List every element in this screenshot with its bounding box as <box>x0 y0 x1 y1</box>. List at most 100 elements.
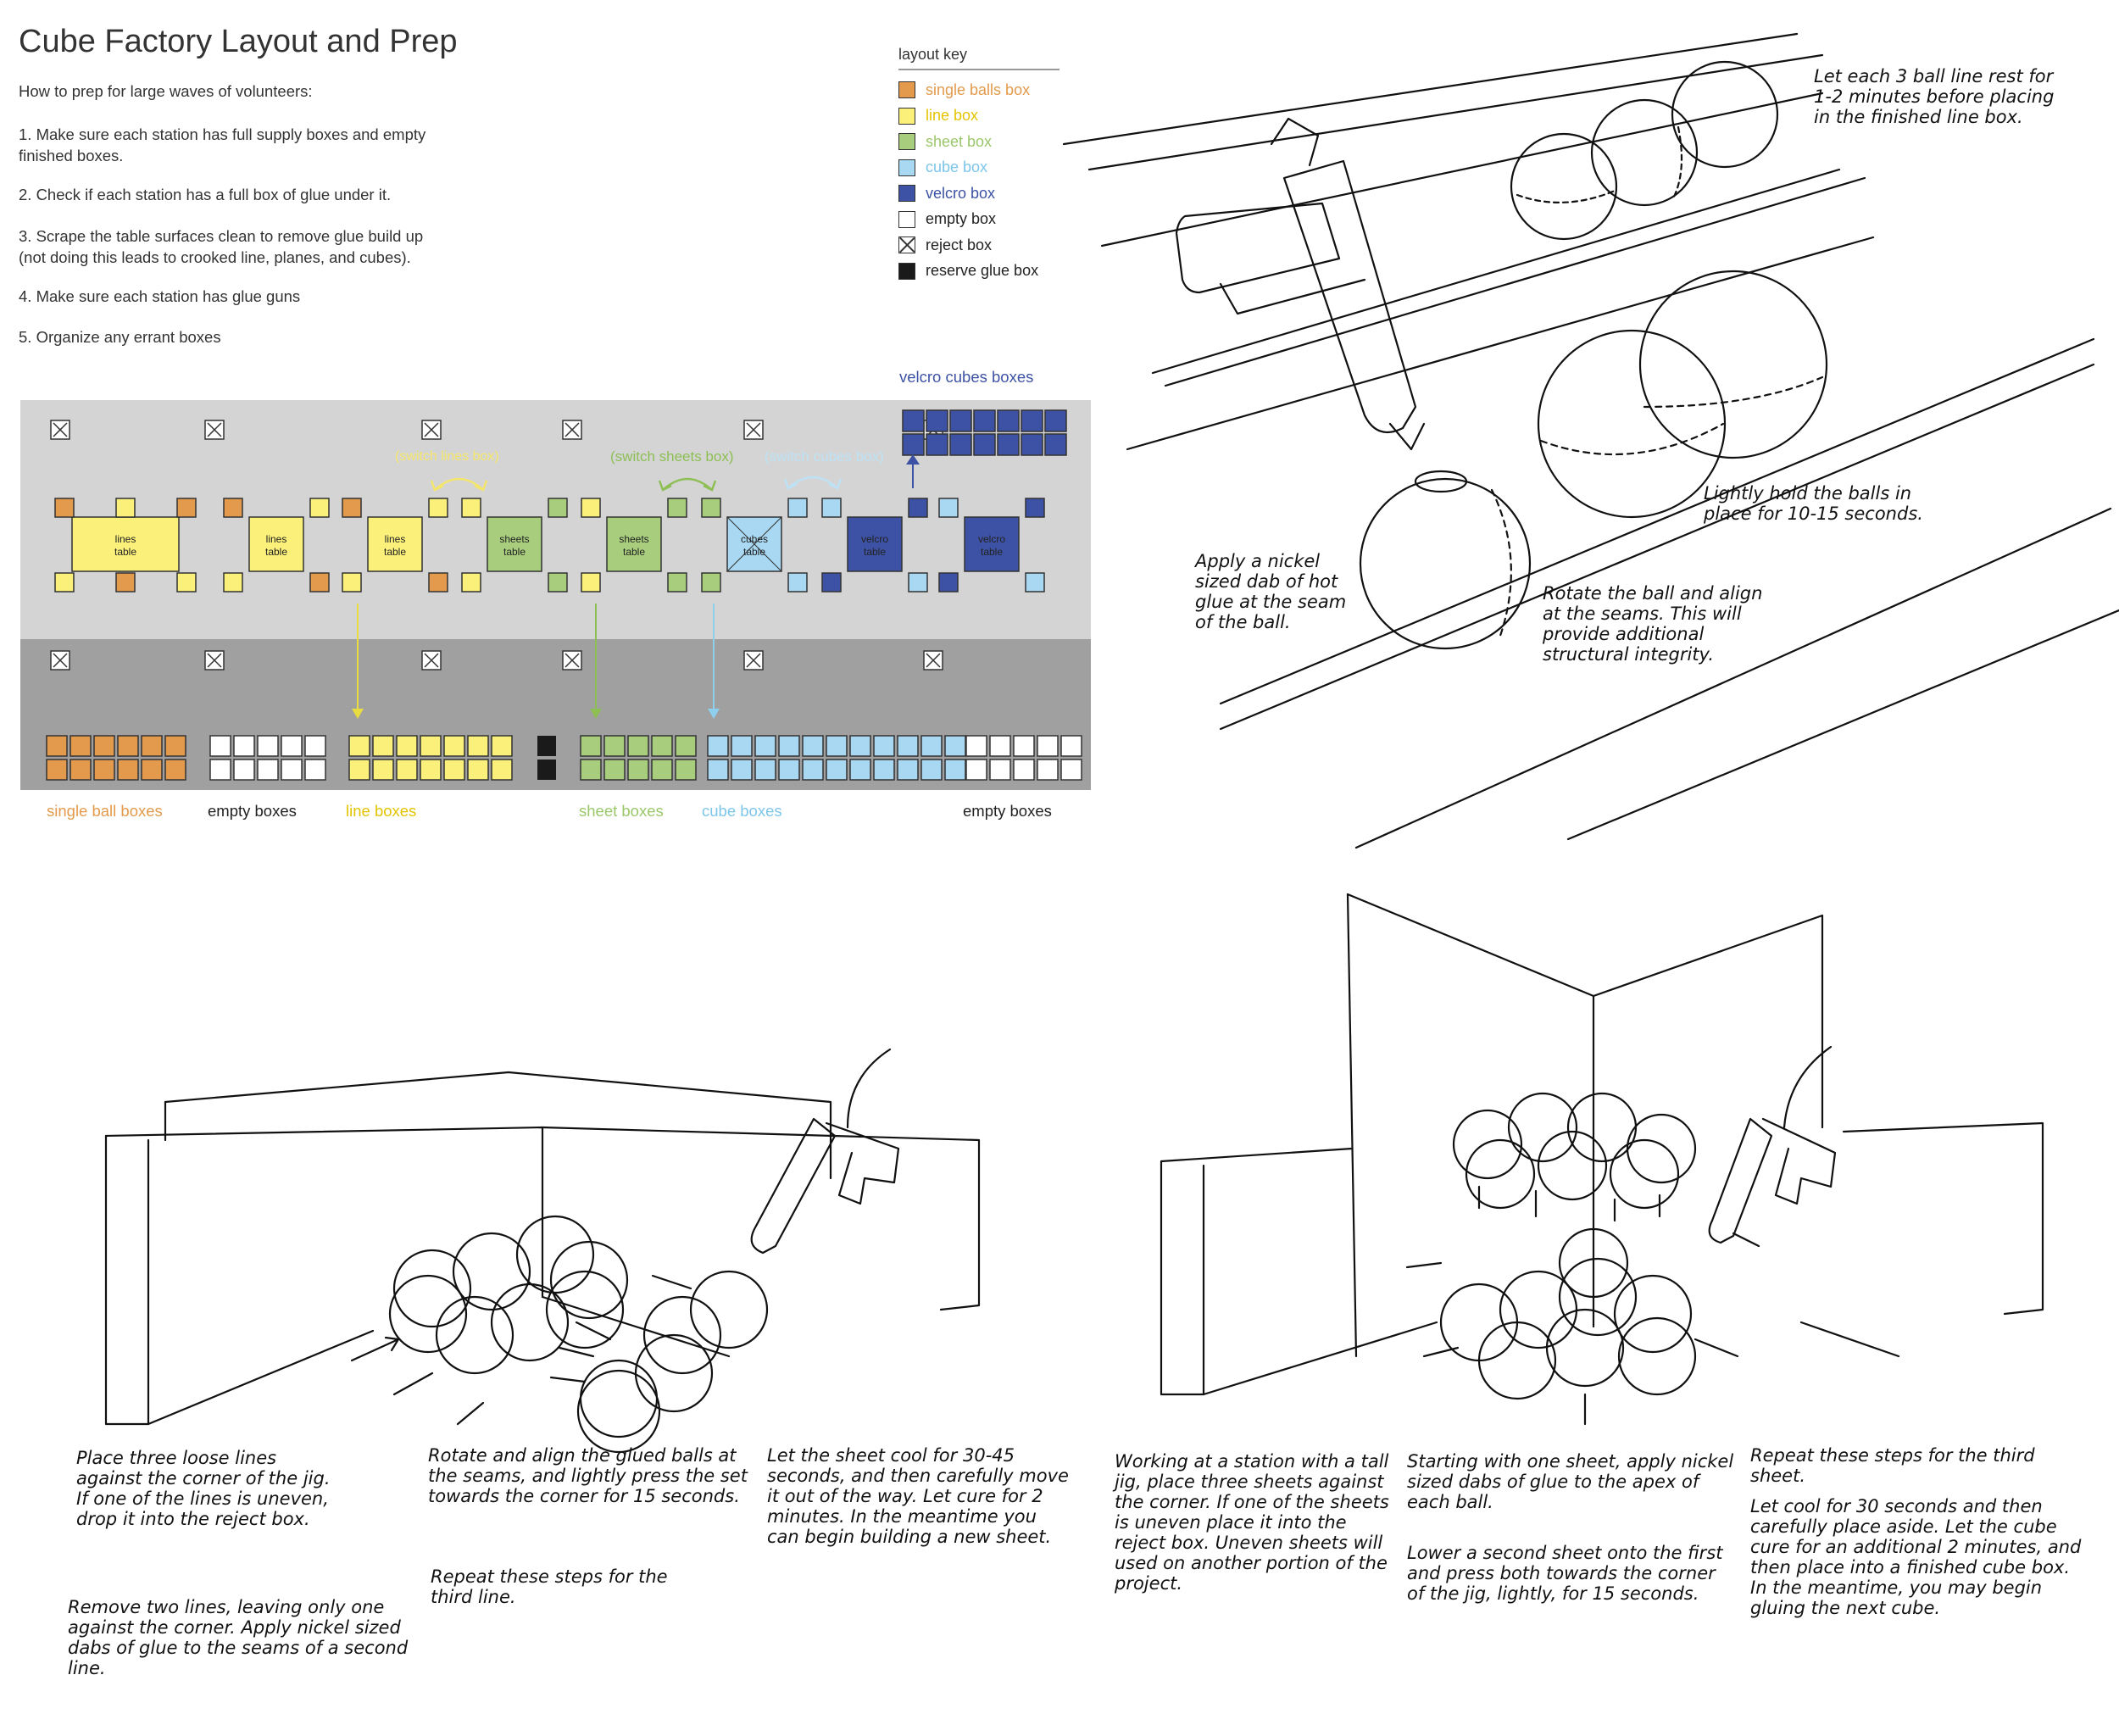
orange-box <box>115 572 136 593</box>
white-box <box>965 759 987 781</box>
orange-box <box>117 735 139 757</box>
orange-box <box>141 759 163 781</box>
reject-mark <box>424 422 439 437</box>
table-label: table <box>743 546 765 558</box>
orange-box <box>309 572 330 593</box>
white-box <box>989 735 1011 757</box>
lightblue-box <box>897 735 919 757</box>
switch-arrow <box>787 476 838 489</box>
page-title: Cube Factory Layout and Prep <box>19 24 458 59</box>
orange-box <box>164 759 186 781</box>
green-box <box>580 735 602 757</box>
lightblue-box <box>821 498 842 518</box>
storage-label: single ball boxes <box>47 802 163 820</box>
orange-box <box>117 759 139 781</box>
green-box <box>603 735 626 757</box>
prep-step-1: 1. Make sure each station has full suppl… <box>19 125 426 164</box>
yellow-box <box>115 498 136 518</box>
layout-key-item: reserve glue box <box>898 259 1060 285</box>
orange-box <box>93 759 115 781</box>
lightblue-box <box>849 735 871 757</box>
cube-jig-illustration <box>1160 893 2044 1426</box>
white-box <box>1060 735 1082 757</box>
table-cross <box>726 516 782 572</box>
table-label: sheets <box>499 533 529 545</box>
table-label: table <box>384 546 406 558</box>
green-box <box>603 759 626 781</box>
lightblue-box <box>778 735 800 757</box>
lightblue-box <box>731 759 753 781</box>
reject-mark <box>207 653 222 668</box>
reject-mark <box>746 422 761 437</box>
layout-key-swatch <box>898 159 915 176</box>
darkblue-box <box>1025 498 1045 518</box>
darkblue-box <box>1044 409 1067 432</box>
yellow-box <box>467 759 489 781</box>
darkblue-box <box>949 433 972 456</box>
velcro-cubes-boxes-label: velcro cubes boxes <box>899 368 1034 386</box>
cube-step-3: Lower a second sheet onto the first and … <box>1407 1543 1723 1604</box>
lightblue-box <box>778 759 800 781</box>
switch-arrow <box>662 477 713 491</box>
layout-key-label: reject box <box>926 236 993 253</box>
white-box <box>1037 759 1059 781</box>
darkblue-box <box>973 433 996 456</box>
switch-cubes-label: (switch cubes box) <box>765 448 884 465</box>
yellow-box <box>581 572 601 593</box>
layout-key-label: velcro box <box>926 184 996 202</box>
lightblue-box <box>802 735 824 757</box>
reject-mark <box>746 653 761 668</box>
reject-mark <box>53 422 68 437</box>
line-step-4: Let each 3 ball line rest for 1-2 minute… <box>1814 66 2055 127</box>
layout-key-label: empty box <box>926 210 997 228</box>
darkblue-box <box>997 433 1020 456</box>
white-box <box>233 759 255 781</box>
station-table <box>606 516 662 572</box>
lightblue-box <box>802 759 824 781</box>
station-table <box>248 516 304 572</box>
lightblue-box <box>731 735 753 757</box>
layout-key-label: cube box <box>926 159 988 176</box>
orange-box <box>70 735 92 757</box>
yellow-box <box>348 735 370 757</box>
reject-mark <box>53 653 68 668</box>
lightblue-box <box>787 498 808 518</box>
switch-arrow-head <box>430 480 444 492</box>
table-label: lines <box>385 533 406 545</box>
orange-box <box>342 498 362 518</box>
white-box <box>281 759 303 781</box>
orange-box <box>428 572 448 593</box>
station-table <box>71 516 180 572</box>
lightblue-box <box>787 572 808 593</box>
layout-key-swatch <box>898 133 915 151</box>
white-box <box>209 759 231 781</box>
darkblue-box <box>821 572 842 593</box>
station-table <box>847 516 903 572</box>
yellow-box <box>372 759 394 781</box>
white-box <box>281 735 303 757</box>
green-box <box>701 572 721 593</box>
layout-key-label: single balls box <box>926 81 1031 98</box>
flow-arrow-head <box>590 709 602 719</box>
storage-label: empty boxes <box>963 802 1052 820</box>
sheet-jig-illustration <box>104 1048 981 1454</box>
table-label: lines <box>115 533 136 545</box>
table-label: table <box>981 546 1003 558</box>
layout-key-item: empty box <box>898 207 1060 233</box>
green-box <box>627 735 649 757</box>
switch-arrow-head <box>703 480 717 492</box>
layout-key-swatch <box>898 81 915 99</box>
lightblue-box <box>920 759 943 781</box>
sheet-step-4: Repeat these steps for the third line. <box>431 1566 668 1607</box>
green-box <box>548 572 568 593</box>
arrow-head <box>906 454 920 465</box>
white-box <box>304 759 326 781</box>
lightblue-box <box>908 572 928 593</box>
green-box <box>701 498 721 518</box>
yellow-box <box>443 735 465 757</box>
prep-intro: How to prep for large waves of volunteer… <box>19 82 313 100</box>
lightblue-box <box>897 759 919 781</box>
sheet-step-3: Rotate and align the glued balls at the … <box>428 1445 748 1506</box>
table-label: table <box>864 546 886 558</box>
